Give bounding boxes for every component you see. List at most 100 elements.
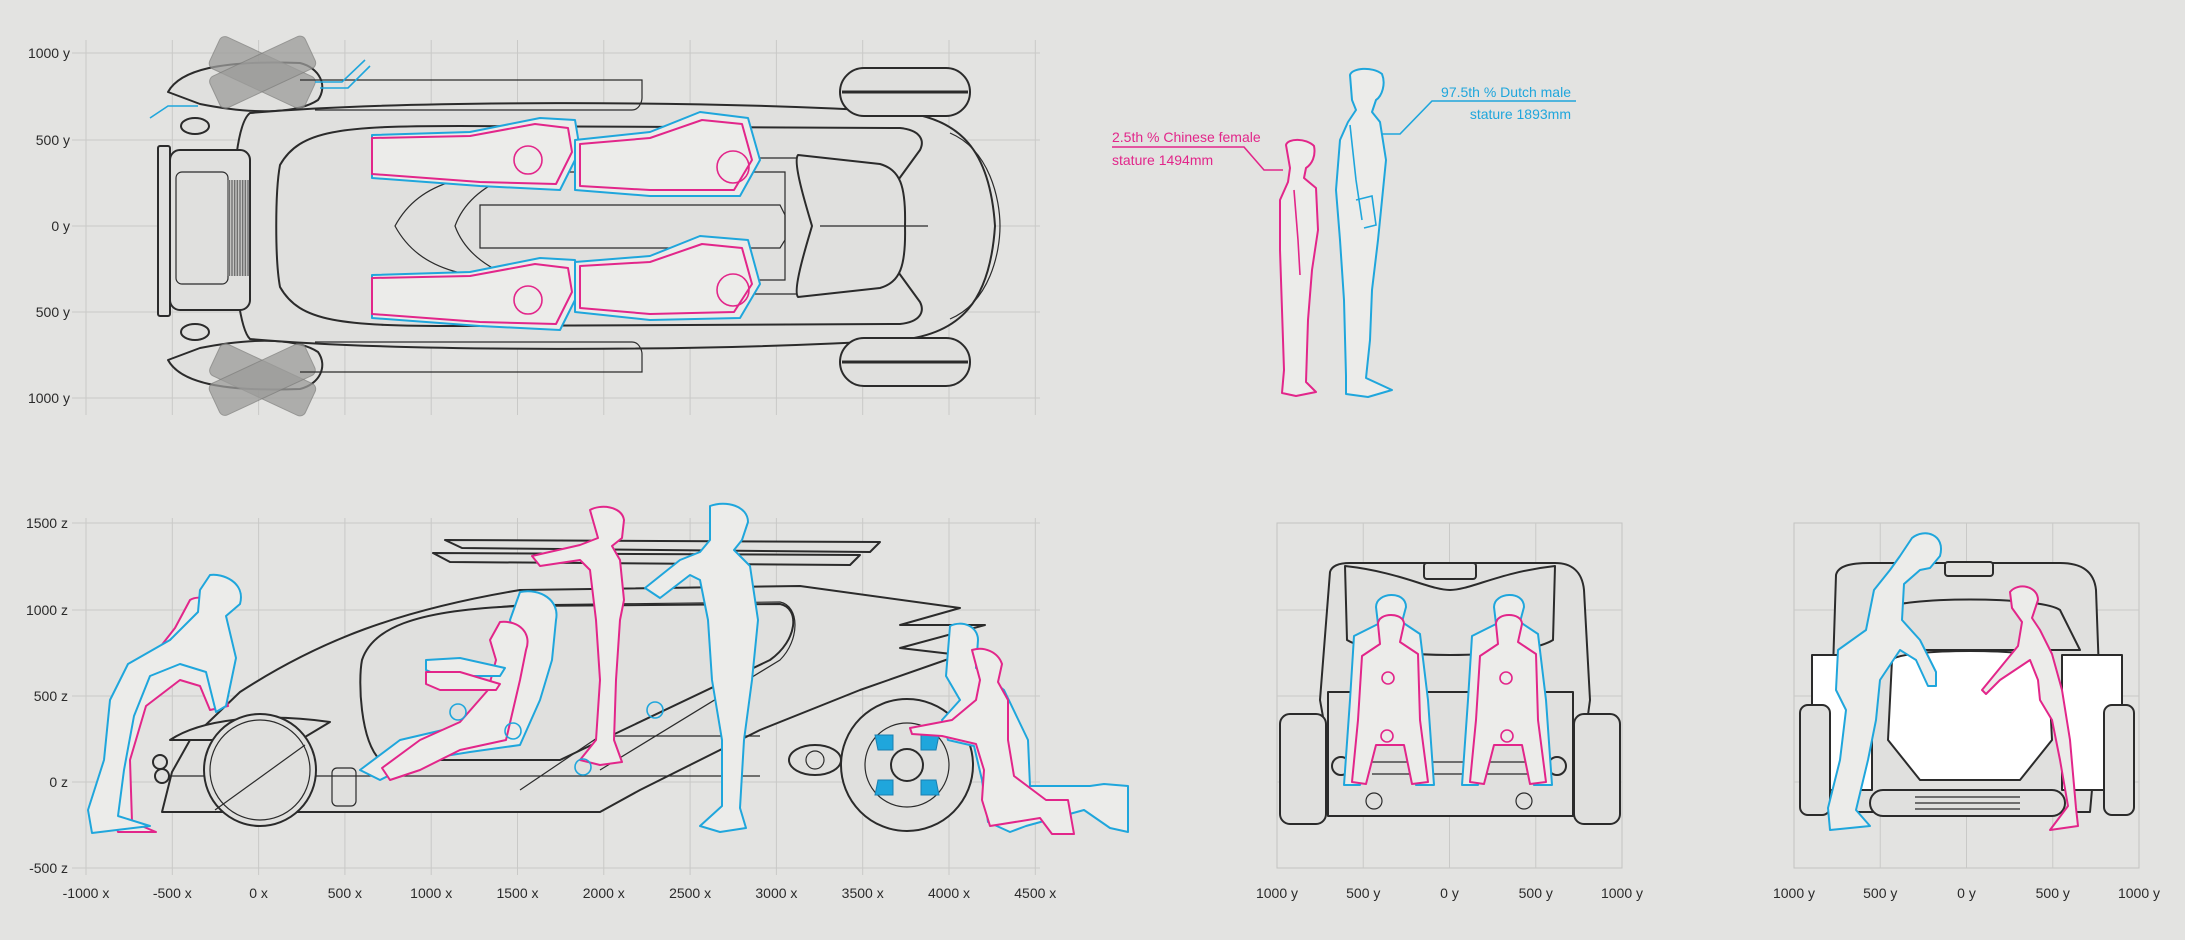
female-leader-line — [1112, 146, 1283, 171]
rear-y-tick: 500 y — [2036, 885, 2070, 901]
mannequin-roof-loading-male — [574, 502, 759, 833]
side-x-tick: 0 x — [249, 885, 268, 901]
male-mannequin-label: 97.5th % Dutch male — [1441, 84, 1571, 100]
wheel-vent — [920, 734, 940, 751]
side-x-tick: 3500 x — [842, 885, 884, 901]
rear-y-tick: 0 y — [1957, 885, 1976, 901]
female-standing-outline — [531, 505, 625, 766]
female-head — [513, 145, 543, 175]
rear-wheel-cover-line — [214, 744, 306, 811]
sensor-pod — [1423, 562, 1477, 580]
wheel-cross-pad — [209, 35, 317, 109]
female-reclined-outline — [579, 243, 753, 315]
male-leader-line — [1381, 100, 1576, 135]
vehicle-top-outline — [149, 35, 1001, 417]
front-light-lens — [805, 750, 825, 770]
male-bending-outline — [87, 573, 242, 834]
rear-light — [154, 768, 170, 784]
female-arm — [425, 671, 501, 691]
roof-board-lower — [432, 552, 861, 566]
male-stature-label: stature 1893mm — [1470, 106, 1571, 122]
rear-mannequins — [1827, 532, 2079, 831]
front-occupant-right — [1461, 594, 1553, 786]
front-y-tick: 1000 y — [1601, 885, 1643, 901]
hip-point-marker — [449, 703, 467, 721]
male-standing-outline — [644, 502, 759, 833]
side-x-tick: 1000 x — [410, 885, 452, 901]
female-head — [716, 150, 750, 184]
female-reclined-outline — [371, 263, 573, 325]
center-console — [479, 204, 786, 249]
female-arm-line — [1293, 189, 1301, 276]
h-point-marker — [1499, 671, 1513, 685]
mannequin-reference: 2.5th % Chinese female stature 1494mm 97… — [1112, 67, 1576, 398]
female-kneeling-outline — [909, 647, 1075, 835]
top-y-tick: 500 y — [36, 304, 70, 320]
mannequin-roof-loading-female — [531, 505, 625, 766]
female-head — [716, 273, 750, 307]
wheel-vent — [874, 779, 894, 796]
side-x-tick: 3000 x — [755, 885, 797, 901]
front-occupant-left — [1343, 594, 1435, 786]
rear-view: 1000 y 500 y 0 y 500 y 1000 y — [1773, 522, 2160, 901]
occupants-top — [371, 111, 761, 331]
vehicle-front-outline — [1279, 562, 1621, 825]
side-z-tick: 1000 z — [26, 602, 68, 618]
wheel-vent — [920, 779, 940, 796]
rear-sensor-pod — [1944, 561, 1994, 577]
rear-y-tick: 1000 y — [2118, 885, 2160, 901]
male-body-outline — [1335, 67, 1393, 398]
h-point-marker — [1380, 729, 1394, 743]
occupant-top-rear-left — [371, 117, 581, 191]
female-seated-outline — [381, 620, 529, 781]
hip-point-marker — [504, 722, 522, 740]
female-seated-front — [1351, 614, 1429, 785]
female-reclined-outline — [371, 123, 573, 185]
rear-light — [152, 754, 168, 770]
side-z-tick: 500 z — [34, 688, 68, 704]
mannequin-seated-rear — [359, 590, 558, 781]
side-rail — [300, 79, 643, 111]
male-mannequin-standing — [1335, 67, 1393, 398]
rear-light-left — [180, 117, 210, 135]
vehicle-side-outline — [152, 539, 986, 832]
hip-point-marker — [574, 758, 592, 776]
rear-y-tick: 500 y — [1863, 885, 1897, 901]
occupant-top-front-right — [574, 235, 761, 321]
side-panel — [331, 767, 357, 807]
side-x-tick: 4000 x — [928, 885, 970, 901]
side-x-tick: 1500 x — [496, 885, 538, 901]
rear-y-tick: 1000 y — [1773, 885, 1815, 901]
side-z-tick: 0 z — [49, 774, 68, 790]
h-point-marker — [1381, 671, 1395, 685]
top-view: 1000 y 500 y 0 y 500 y 1000 y — [28, 35, 1040, 417]
front-wheel-right — [1573, 713, 1621, 825]
front-y-tick: 500 y — [1346, 885, 1380, 901]
rear-wheel-left — [1799, 704, 1831, 816]
side-z-tick: 1500 z — [26, 515, 68, 531]
side-x-tick: 500 x — [328, 885, 362, 901]
rear-wheel — [203, 713, 317, 827]
female-reclined-outline — [579, 119, 753, 191]
h-point-marker — [1500, 729, 1514, 743]
top-y-tick: 1000 y — [28, 45, 70, 61]
mannequin-rear-trunk-loading — [87, 573, 242, 834]
side-x-tick: 2500 x — [669, 885, 711, 901]
rear-y-ticks: 1000 y 500 y 0 y 500 y 1000 y — [1773, 885, 2160, 901]
front-view: 1000 y 500 y 0 y 500 y 1000 y — [1256, 522, 1643, 901]
airflow-arrow — [320, 65, 371, 89]
rear-wheel-rim — [209, 719, 311, 821]
side-x-tick: -500 x — [153, 885, 192, 901]
occupant-top-front-left — [574, 111, 761, 197]
female-stature-label: stature 1494mm — [1112, 152, 1213, 168]
rear-light-right — [180, 323, 210, 341]
front-y-tick: 500 y — [1519, 885, 1553, 901]
side-x-tick: 4500 x — [1014, 885, 1056, 901]
front-wheel-rim — [864, 722, 950, 808]
side-z-tick: -500 z — [29, 860, 68, 876]
occupant-top-rear-right — [371, 257, 581, 331]
side-rail — [300, 341, 643, 373]
side-x-tick: -1000 x — [63, 885, 110, 901]
front-y-ticks: 1000 y 500 y 0 y 500 y 1000 y — [1256, 885, 1643, 901]
